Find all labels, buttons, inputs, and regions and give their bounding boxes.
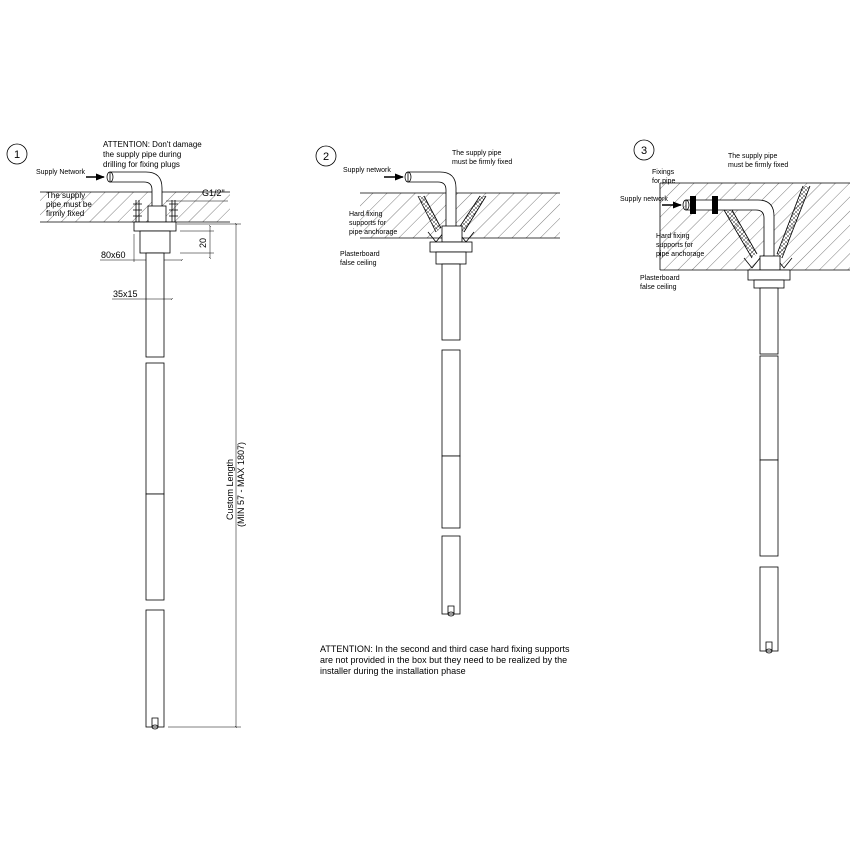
detail-3-number-circle [633,139,655,161]
detail-2-number: 2 [323,151,329,163]
detail-2-rod [441,263,461,617]
detail-3-fixings-note: Fixings for pipe [652,169,676,185]
detail-1-mounting-plate [133,221,177,232]
detail-2-ceiling-note: Plasterboard false ceiling [340,251,382,267]
detail-1-thread-label: G1/2" [202,188,225,198]
detail-1-fixed-note: The supply pipe must be firmly fixed [46,191,94,218]
detail-1-number-circle [6,143,28,165]
detail-2-supply-label: Supply network [343,167,391,174]
detail-3: 3 The supply pipe must be firmly fixed F… [620,139,850,654]
detail-1: 1 ATTENTION: Don't damage the supply pip… [6,140,246,730]
detail-3-hard-supports [723,185,811,271]
detail-3-supply-label: Supply network [620,196,668,203]
detail-2-number-circle [315,145,337,167]
detail-3-pipe-fixings [690,196,718,214]
detail-2-supports-note: Hard fixing supports for pipe anchorage [349,211,397,236]
detail-3-fixed-note: The supply pipe must be firmly fixed [728,153,788,169]
detail-3-rod [759,287,779,654]
detail-2-mounting-plate [429,241,473,253]
detail-1-dim-plate: 80x60 [101,250,126,260]
detail-1-ceiling-slab [40,192,230,222]
detail-2-hard-supports [417,195,487,243]
detail-3-supports-note: Hard fixing supports for pipe anchorage [656,233,704,258]
detail-3-mounting-plate [747,269,791,281]
detail-1-attention-note: ATTENTION: Don't damage the supply pipe … [103,140,204,169]
detail-1-length-label: Custom Length (MIN 57 - MAX 1807) [225,442,246,527]
installer-note: ATTENTION: In the second and third case … [320,644,572,676]
detail-1-dim-height: 20 [198,238,208,248]
detail-1-dim-section: 35x15 [113,289,138,299]
detail-1-number: 1 [14,149,20,161]
detail-2-fixed-note: The supply pipe must be firmly fixed [452,150,512,166]
detail-1-rod [145,252,165,730]
detail-3-number: 3 [641,145,647,157]
detail-1-supply-label: Supply Network [36,169,86,176]
detail-2: 2 The supply pipe must be firmly fixed S… [315,145,560,617]
detail-1-fixing-plugs [133,200,178,222]
detail-3-ceiling-note: Plasterboard false ceiling [640,275,682,291]
